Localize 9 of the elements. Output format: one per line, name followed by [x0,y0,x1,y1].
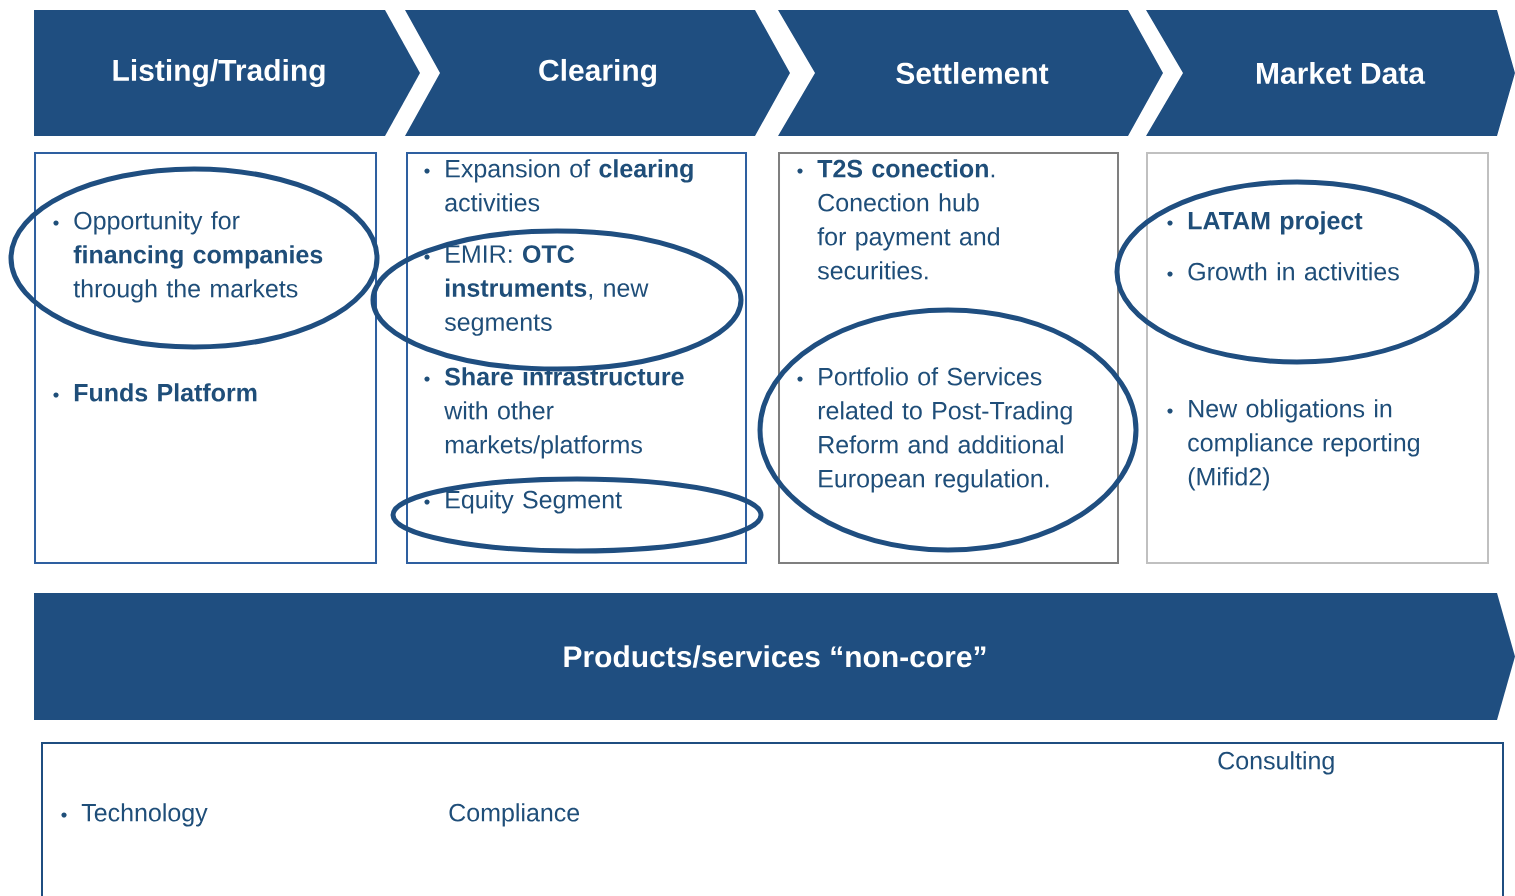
step-banner: Products/services “non-core” [34,593,1515,720]
list-box: Consulting Technology Compliance [41,742,1504,896]
node-label: Technology [81,803,208,827]
node-label: Compliance [449,803,580,827]
step-banner: Listing/Trading [34,10,420,136]
step-banner: Settlement [778,10,1163,136]
step-banner: Market Data [1146,10,1515,136]
step-banner: Clearing [405,10,790,136]
node-label: Consulting [1218,751,1334,775]
